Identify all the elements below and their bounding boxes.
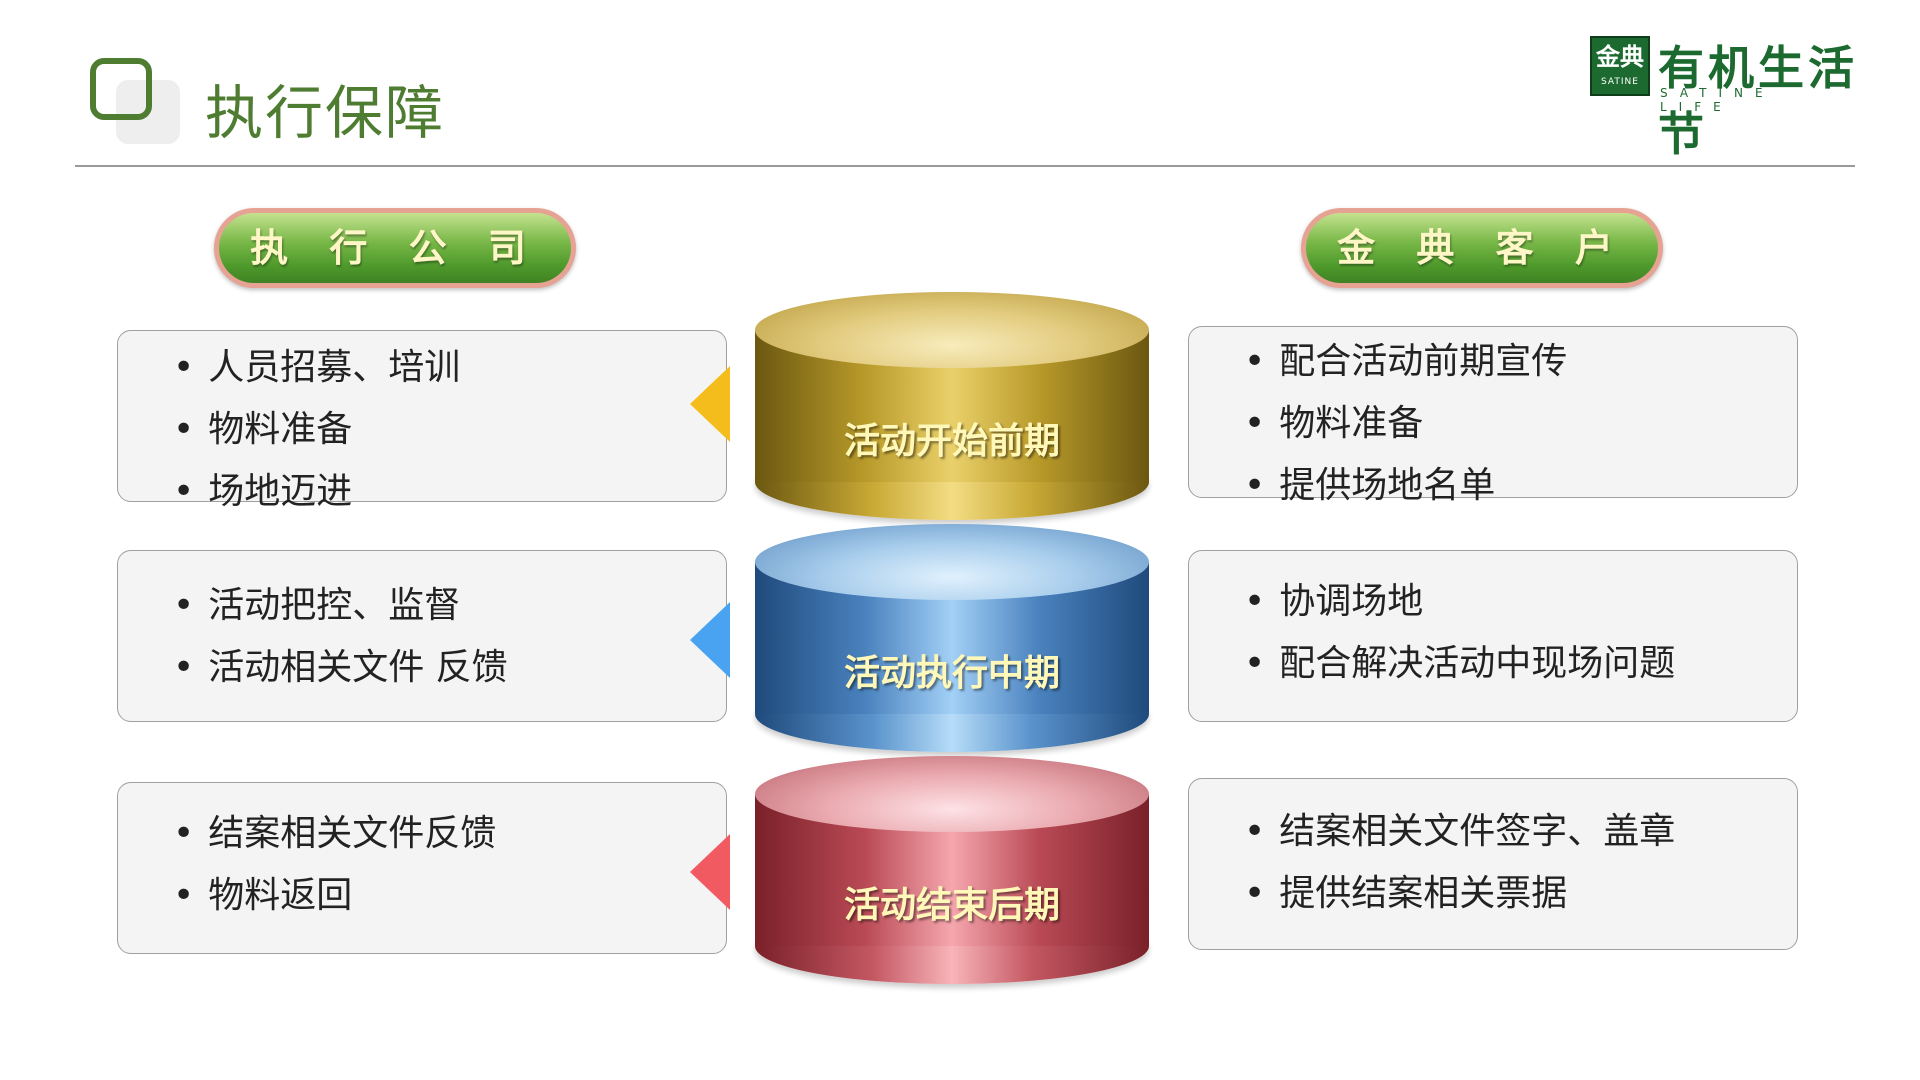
phase3-label: 活动结束后期 bbox=[843, 885, 1060, 926]
phase3-left-box: 结案相关文件反馈 物料返回 bbox=[117, 782, 727, 954]
list-item: 场地迈进 bbox=[173, 461, 726, 523]
phase1-left-box: 人员招募、培训 物料准备 场地迈进 bbox=[117, 330, 727, 512]
phase2-right-box: 协调场地 配合解决活动中现场问题 bbox=[1188, 550, 1798, 722]
list-item: 提供结案相关票据 bbox=[1244, 863, 1797, 925]
phase3-right-box: 结案相关文件签字、盖章 提供结案相关票据 bbox=[1188, 778, 1798, 950]
left-column-heading: 执 行 公 司 bbox=[214, 208, 576, 288]
brand-logo: 金典 SATINE 有机生活节 SATINE LIFE bbox=[1590, 36, 1858, 161]
phase2-cylinder: 活动执行中期 bbox=[755, 524, 1149, 752]
phase1-label: 活动开始前期 bbox=[843, 421, 1060, 462]
list-item: 结案相关文件签字、盖章 bbox=[1244, 801, 1797, 863]
title-square-icon bbox=[90, 58, 180, 144]
page-title: 执行保障 bbox=[205, 79, 446, 147]
list-item: 协调场地 bbox=[1244, 571, 1797, 633]
list-item: 活动相关文件 反馈 bbox=[173, 637, 726, 699]
phase2-left-box: 活动把控、监督 活动相关文件 反馈 bbox=[117, 550, 727, 722]
list-item: 物料准备 bbox=[173, 399, 726, 461]
phase3-left-arrow-icon bbox=[690, 834, 730, 910]
phase3-cylinder: 活动结束后期 bbox=[755, 756, 1149, 984]
right-heading-label: 金 典 客 户 bbox=[1306, 213, 1658, 283]
phase1-right-box: 配合活动前期宣传 物料准备 提供场地名单 bbox=[1188, 326, 1798, 506]
list-item: 人员招募、培训 bbox=[173, 337, 726, 399]
list-item: 配合活动前期宣传 bbox=[1244, 331, 1797, 393]
list-item: 物料返回 bbox=[173, 865, 726, 927]
header-divider bbox=[75, 165, 1855, 167]
list-item: 提供场地名单 bbox=[1244, 455, 1797, 517]
list-item: 结案相关文件反馈 bbox=[173, 803, 726, 865]
phase2-label: 活动执行中期 bbox=[843, 653, 1060, 694]
logo-tagline: SATINE LIFE bbox=[1660, 86, 1775, 114]
logo-mark: 金典 SATINE bbox=[1590, 36, 1650, 96]
right-column-heading: 金 典 客 户 bbox=[1301, 208, 1663, 288]
list-item: 配合解决活动中现场问题 bbox=[1244, 633, 1797, 695]
phase2-left-arrow-icon bbox=[690, 602, 730, 678]
list-item: 物料准备 bbox=[1244, 393, 1797, 455]
phase1-left-arrow-icon bbox=[690, 366, 730, 442]
logo-name: 有机生活节 bbox=[1658, 41, 1858, 161]
left-heading-label: 执 行 公 司 bbox=[219, 213, 571, 283]
list-item: 活动把控、监督 bbox=[173, 575, 726, 637]
phase1-cylinder: 活动开始前期 bbox=[755, 292, 1149, 520]
